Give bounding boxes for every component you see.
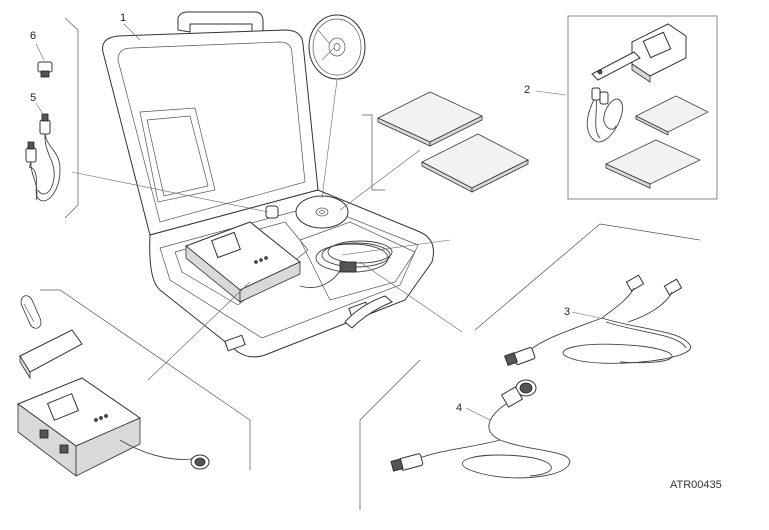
y-cable-3	[474, 223, 701, 366]
cable-4	[359, 359, 571, 510]
callout-3: 3	[564, 306, 571, 318]
cd-disc	[308, 14, 366, 80]
dds-unit-protective-cover	[16, 377, 210, 477]
coiled-cable-in-case	[299, 240, 393, 288]
manual-booklet-b	[421, 133, 529, 193]
manual-booklet-a	[377, 91, 483, 147]
usb-cable-5	[25, 102, 61, 202]
strap	[19, 329, 83, 380]
callout-1: 1	[120, 12, 127, 24]
bottom-left-panel-outline	[40, 289, 251, 470]
cd-in-case	[295, 195, 349, 229]
callout-4: 4	[456, 402, 463, 414]
dds-unit-in-case	[185, 221, 301, 303]
carabiner-clip	[20, 295, 42, 329]
callout-5: 5	[30, 92, 37, 104]
drawing-reference-code: ATR00435	[670, 479, 722, 491]
leader-lines	[71, 79, 463, 381]
adapter-plug-6	[35, 43, 53, 78]
callout-2: 2	[524, 84, 531, 96]
adapter-in-case	[265, 205, 279, 219]
left-panel-outline	[64, 17, 79, 219]
manual-booklets	[362, 91, 529, 193]
callout-6: 6	[30, 30, 37, 42]
carrying-case-1	[102, 11, 434, 358]
diagnostic-key-kit-2	[535, 15, 718, 200]
